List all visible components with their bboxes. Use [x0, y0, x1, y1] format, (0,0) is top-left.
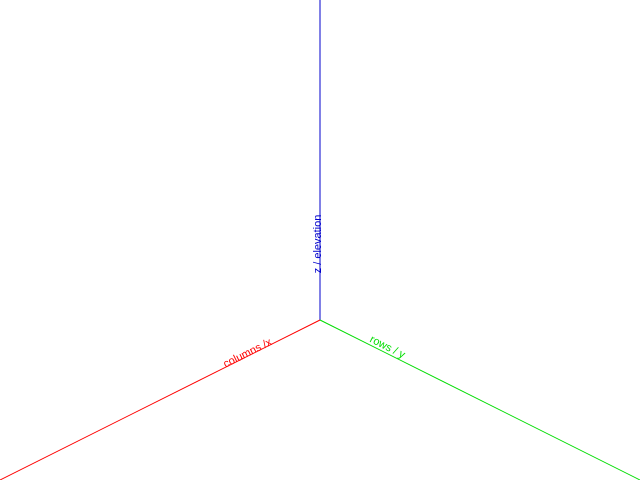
y-axis-line — [319, 319, 640, 480]
z-axis-label: z / elevation — [312, 215, 324, 274]
x-axis-line — [0, 319, 321, 480]
